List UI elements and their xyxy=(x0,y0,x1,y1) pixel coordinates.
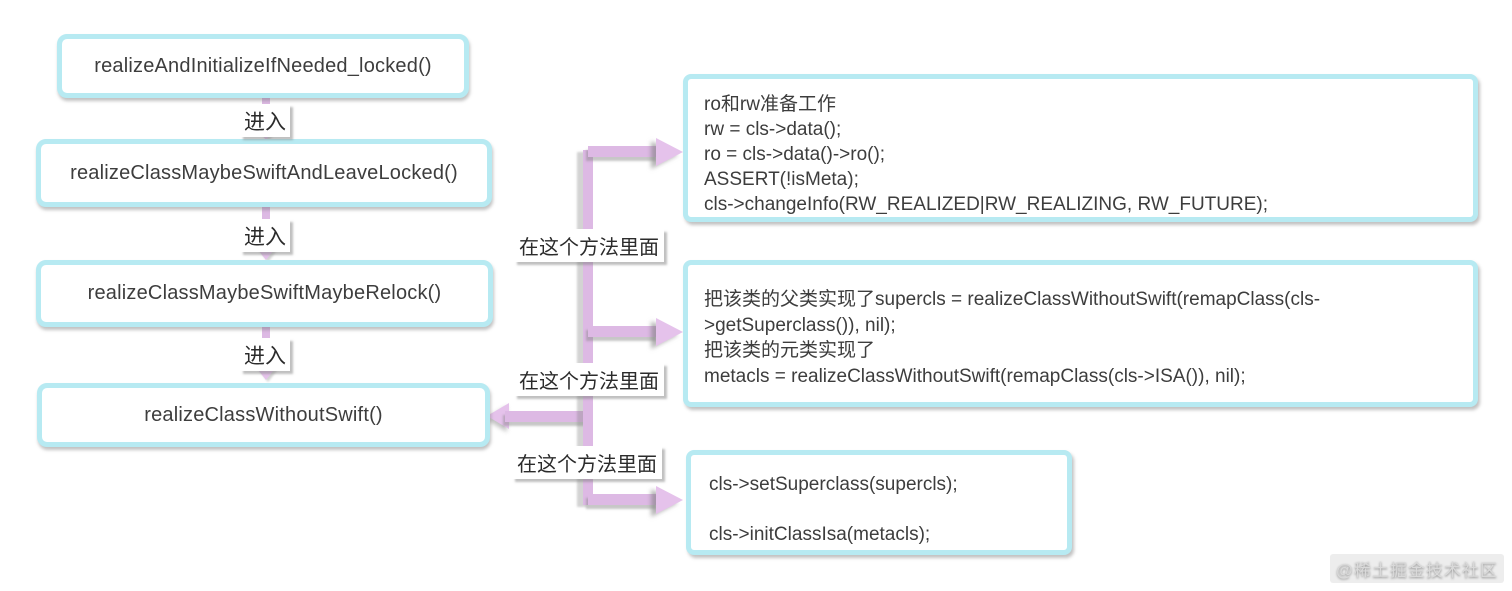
watermark: @稀土掘金技术社区 xyxy=(1329,554,1504,583)
connector-branch-1 xyxy=(588,146,658,157)
flow-box-realize-and-initialize-if-needed-locked: realizeAndInitializeIfNeeded_locked() xyxy=(57,34,469,98)
edge-label-enter: 进入 xyxy=(240,104,290,137)
connector-branch-2 xyxy=(588,326,658,337)
code-line: >getSuperclass()), nil); xyxy=(704,314,896,336)
code-line: ro = cls->data()->ro(); xyxy=(704,144,886,165)
connector-branch-3 xyxy=(588,494,658,505)
code-box-set-superclass-init-isa: cls->setSuperclass(supercls); cls->initC… xyxy=(686,450,1072,555)
code-line: 把该类的父类实现了supercls = realizeClassWithoutS… xyxy=(704,289,1321,310)
edge-label-enter: 进入 xyxy=(240,219,290,252)
branch-arrow-right-icon xyxy=(656,138,683,166)
flow-box-label: realizeClassWithoutSwift() xyxy=(144,403,383,426)
branch-label: 在这个方法里面 xyxy=(514,363,664,396)
branch-label: 在这个方法里面 xyxy=(512,446,662,479)
code-line: cls->setSuperclass(supercls); xyxy=(709,474,958,495)
code-box-prepare-ro-rw: ro和rw准备工作 rw = cls->data(); ro = cls->da… xyxy=(683,74,1478,222)
code-line: cls->changeInfo(RW_REALIZED|RW_REALIZING… xyxy=(704,194,1268,215)
flow-box-realize-class-maybe-swift-and-leave-locked: realizeClassMaybeSwiftAndLeaveLocked() xyxy=(36,139,492,207)
code-line: ASSERT(!isMeta); xyxy=(704,169,859,190)
code-line: cls->initClassIsa(metacls); xyxy=(709,524,931,545)
flow-box-realize-class-maybe-swift-maybe-relock: realizeClassMaybeSwiftMaybeRelock() xyxy=(36,260,493,327)
branch-arrow-right-icon xyxy=(656,318,683,346)
code-line: 把该类的元类实现了 xyxy=(704,340,876,361)
flow-box-label: realizeAndInitializeIfNeeded_locked() xyxy=(94,54,432,77)
code-line: ro和rw准备工作 xyxy=(704,94,836,115)
code-box-realize-superclass-metaclass: 把该类的父类实现了supercls = realizeClassWithoutS… xyxy=(683,260,1478,407)
connector-stem xyxy=(505,411,588,422)
edge-label-enter: 进入 xyxy=(240,338,290,371)
flow-box-realize-class-without-swift: realizeClassWithoutSwift() xyxy=(37,383,490,447)
code-line: rw = cls->data(); xyxy=(704,119,842,140)
stem-arrow-left-icon xyxy=(487,403,509,429)
code-line xyxy=(709,497,1055,522)
branch-arrow-right-icon xyxy=(656,486,683,514)
branch-label: 在这个方法里面 xyxy=(514,229,664,262)
flow-box-label: realizeClassMaybeSwiftMaybeRelock() xyxy=(87,282,442,304)
code-line: metacls = realizeClassWithoutSwift(remap… xyxy=(704,365,1246,387)
flow-box-label: realizeClassMaybeSwiftAndLeaveLocked() xyxy=(70,161,458,184)
